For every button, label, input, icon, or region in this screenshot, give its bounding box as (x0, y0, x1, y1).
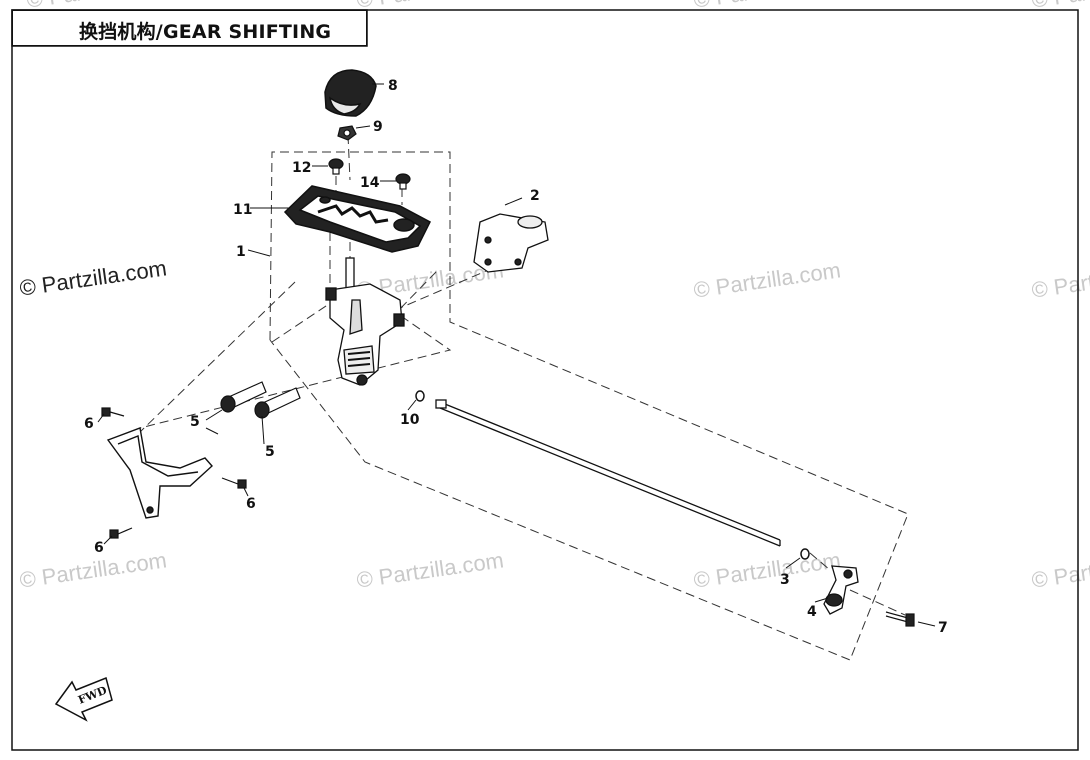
clip-10 (415, 390, 425, 402)
bolt-7 (885, 611, 915, 627)
shift-gate-cover (283, 185, 431, 253)
bolt-12 (328, 158, 344, 175)
callout-12: 12 (292, 160, 311, 176)
callout-2: 2 (530, 188, 540, 204)
bolts-6 (101, 407, 247, 539)
callout-6a: 6 (84, 416, 94, 432)
callout-3: 3 (780, 572, 790, 588)
outer-frame (11, 9, 1079, 751)
fwd-arrow: FWD (54, 676, 113, 722)
callout-4: 4 (807, 604, 817, 620)
bolts-5 (220, 381, 301, 419)
shift-lever-assembly (325, 257, 405, 386)
leader-lines (97, 83, 936, 627)
shift-rod (435, 399, 781, 547)
callout-9: 9 (373, 119, 383, 135)
page-title: 换挡机构/GEAR SHIFTING (79, 21, 332, 43)
shift-knob (324, 69, 377, 117)
callout-1: 1 (236, 244, 246, 260)
title-box: 换挡机构/GEAR SHIFTING (12, 10, 367, 46)
callout-5b: 5 (265, 444, 275, 460)
callout-11: 11 (233, 202, 252, 218)
callout-5a: 5 (190, 414, 200, 430)
callout-8: 8 (388, 78, 398, 94)
callout-10: 10 (400, 412, 420, 428)
callout-6b: 6 (246, 496, 256, 512)
callout-7: 7 (938, 620, 948, 636)
mount-bracket (473, 213, 549, 273)
nut (337, 125, 357, 141)
callout-14: 14 (360, 175, 380, 191)
lower-bracket (106, 427, 213, 519)
bolt-14 (395, 173, 411, 190)
callout-6c: 6 (94, 540, 104, 556)
shift-arm (823, 565, 859, 615)
clip-3 (800, 548, 810, 560)
